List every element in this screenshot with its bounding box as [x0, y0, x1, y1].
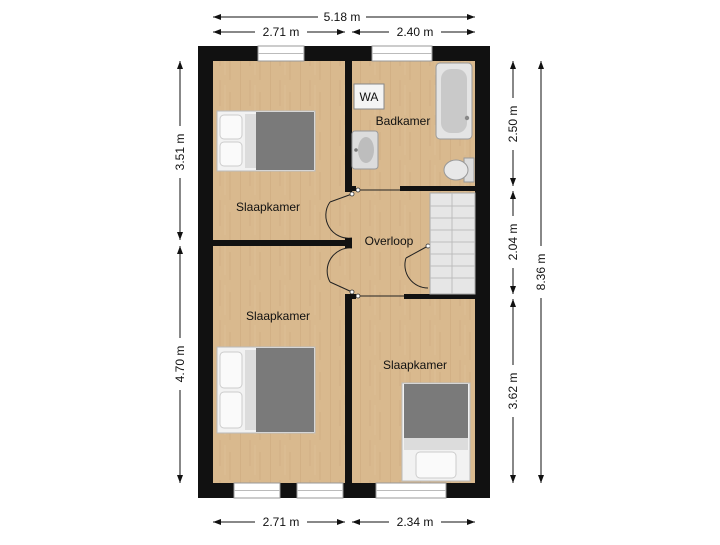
wc-box — [353, 83, 385, 110]
toilet-icon — [443, 157, 475, 183]
dim-right-bath: 2.50 m — [506, 106, 520, 143]
dim-left-upper: 3.51 m — [173, 134, 187, 171]
door-opening-bathroom — [356, 185, 400, 192]
dim-left-lower: 4.70 m — [173, 346, 187, 383]
room-label-landing: Overloop — [365, 234, 414, 248]
bed-bottom-right-icon — [401, 382, 471, 482]
dimension-label-backgrounds — [172, 9, 549, 530]
room-label-bedroom-top-left: Slaapkamer — [236, 200, 300, 214]
dim-right-landing: 2.04 m — [506, 224, 520, 261]
dim-right-bedroom: 3.62 m — [506, 373, 520, 410]
room-label-bedroom-bottom-right: Slaapkamer — [383, 358, 447, 372]
window-panes — [234, 53, 446, 491]
dim-bottom-left: 2.71 m — [263, 515, 300, 529]
sink-icon — [351, 130, 379, 170]
room-label-bathroom: Badkamer — [376, 114, 431, 128]
bathtub-icon — [435, 62, 473, 140]
door-swings — [325, 189, 429, 297]
dim-right-total: 8.36 m — [534, 254, 548, 291]
room-label-bedroom-bottom-left: Slaapkamer — [246, 309, 310, 323]
dim-top-total: 5.18 m — [324, 10, 361, 24]
staircase — [429, 192, 476, 295]
dim-top-right: 2.40 m — [397, 25, 434, 39]
bed-bottom-left-icon — [216, 346, 316, 434]
dim-top-left: 2.71 m — [263, 25, 300, 39]
door-opening-bedroom-top — [344, 192, 353, 238]
interior-walls — [213, 61, 475, 483]
room-label-wc: WA — [360, 90, 379, 104]
door-hinges — [349, 187, 431, 299]
bed-top-left-icon — [216, 110, 316, 172]
dim-bottom-right: 2.34 m — [397, 515, 434, 529]
door-opening-bedroom-bottom-left — [344, 248, 353, 294]
